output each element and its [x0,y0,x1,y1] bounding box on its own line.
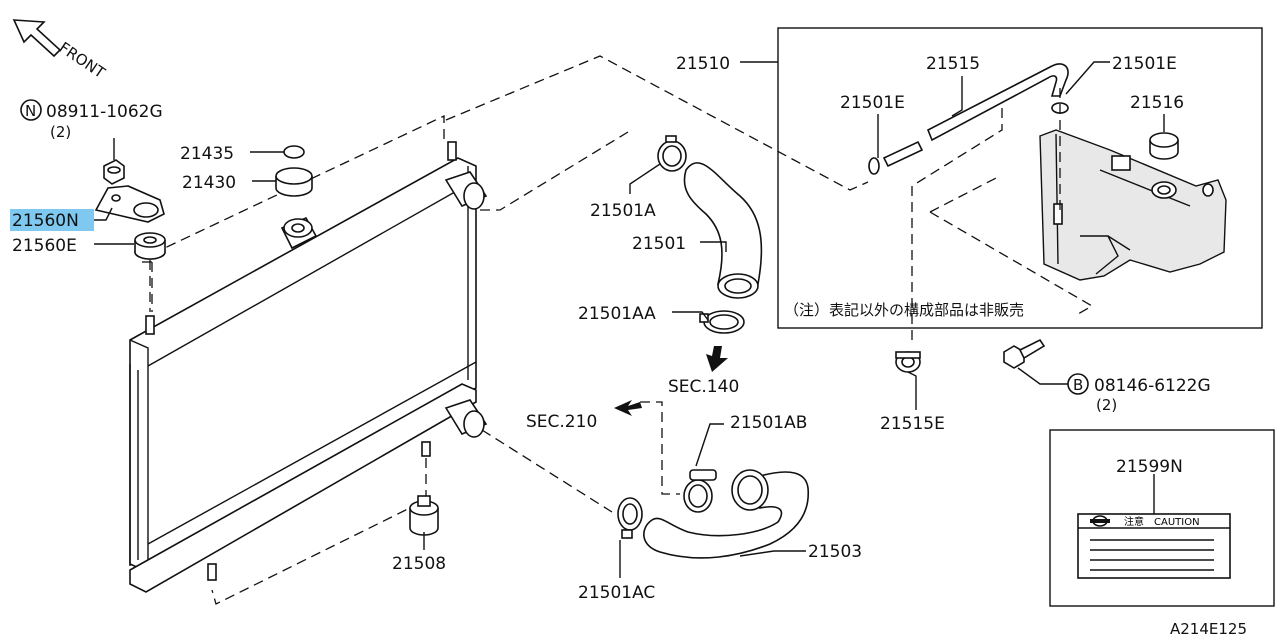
clamp-21501AB [683,469,717,513]
radiator-top-pin [447,141,457,161]
part-label-21501A: 21501A [590,201,656,221]
part-label-21435: 21435 [180,144,234,164]
lower-hose-21503 [643,469,810,559]
bushing-21560E [134,232,166,260]
part-label-08146: 08146-6122G [1094,376,1211,396]
part-label-21508: 21508 [392,554,446,574]
seal-21435 [283,145,305,159]
part-label-21516: 21516 [1130,93,1184,113]
part-label-21503: 21503 [808,542,862,562]
upper-hose-21501 [683,162,763,299]
part-label-21560E: 21560E [12,236,77,256]
part-label-21501AA: 21501AA [578,304,656,324]
radiator-filler-neck [280,216,318,250]
part-label-21501: 21501 [632,234,686,254]
radiator-lower-outlet [444,399,488,438]
front-arrow-icon [12,19,62,58]
bolt-08146 [1003,338,1046,369]
radiator-left-pin [145,315,155,335]
overflow-hose-21515 [882,63,1069,168]
part-qty-08146: (2) [1096,396,1117,414]
part-label-21510: 21510 [676,54,730,74]
part-label-21501E-right: 21501E [1112,54,1177,74]
part-prefix-b: B [1073,376,1083,394]
radiator-upper-inlet [444,171,488,210]
sec210-arrow-icon [614,400,642,416]
reservoir-tank [1039,129,1227,281]
clip-21501E-left [868,157,880,175]
radiator-core [129,157,477,593]
part-label-21501AB: 21501AB [730,413,807,433]
sec140-arrow-icon [706,346,728,372]
clamp-21501A [657,135,687,172]
radiator-bottom-left-pin [207,563,217,581]
part-label-08911: 08911-1062G [46,102,163,122]
cap-21430 [275,167,313,197]
part-label-21430: 21430 [182,173,236,193]
caution-emblem-icon [1090,515,1110,527]
sec140-label: SEC.140 [668,377,739,397]
part-label-21560N: 21560N [12,211,79,231]
circle-n-icon [20,99,42,121]
radiator-bottom-pin [421,441,431,457]
caution-header-jp: 注意 [1124,515,1144,528]
part-prefix-n: N [25,102,36,120]
circle-b-icon [1067,373,1089,395]
part-label-21515: 21515 [926,54,980,74]
label-highlight-21560N [10,209,94,231]
part-label-21515E: 21515E [880,414,945,434]
clamp-21515E [895,351,921,373]
note-not-sold-separately: （注）表記以外の構成部品は非販売 [784,301,1024,319]
diagram-code: A214E125 [1170,620,1247,638]
mount-21508 [409,495,439,536]
front-label: FRONT [56,38,109,82]
part-qty-08911: (2) [50,123,71,141]
part-label-21501E-left: 21501E [840,93,905,113]
bracket-21560N [94,185,165,223]
caution-header-en: CAUTION [1154,517,1200,528]
part-label-21599N: 21599N [1116,457,1183,477]
sec210-label: SEC.210 [526,412,597,432]
reservoir-group-box [777,27,1263,329]
caution-label-box [1049,429,1275,607]
part-label-21501AC: 21501AC [578,583,655,603]
reservoir-cap-21516 [1149,132,1179,199]
caution-label-21599N [1077,513,1231,579]
clamp-21501AA [699,310,745,334]
clamp-21501AC [617,497,643,539]
nut-08911 [103,159,125,185]
